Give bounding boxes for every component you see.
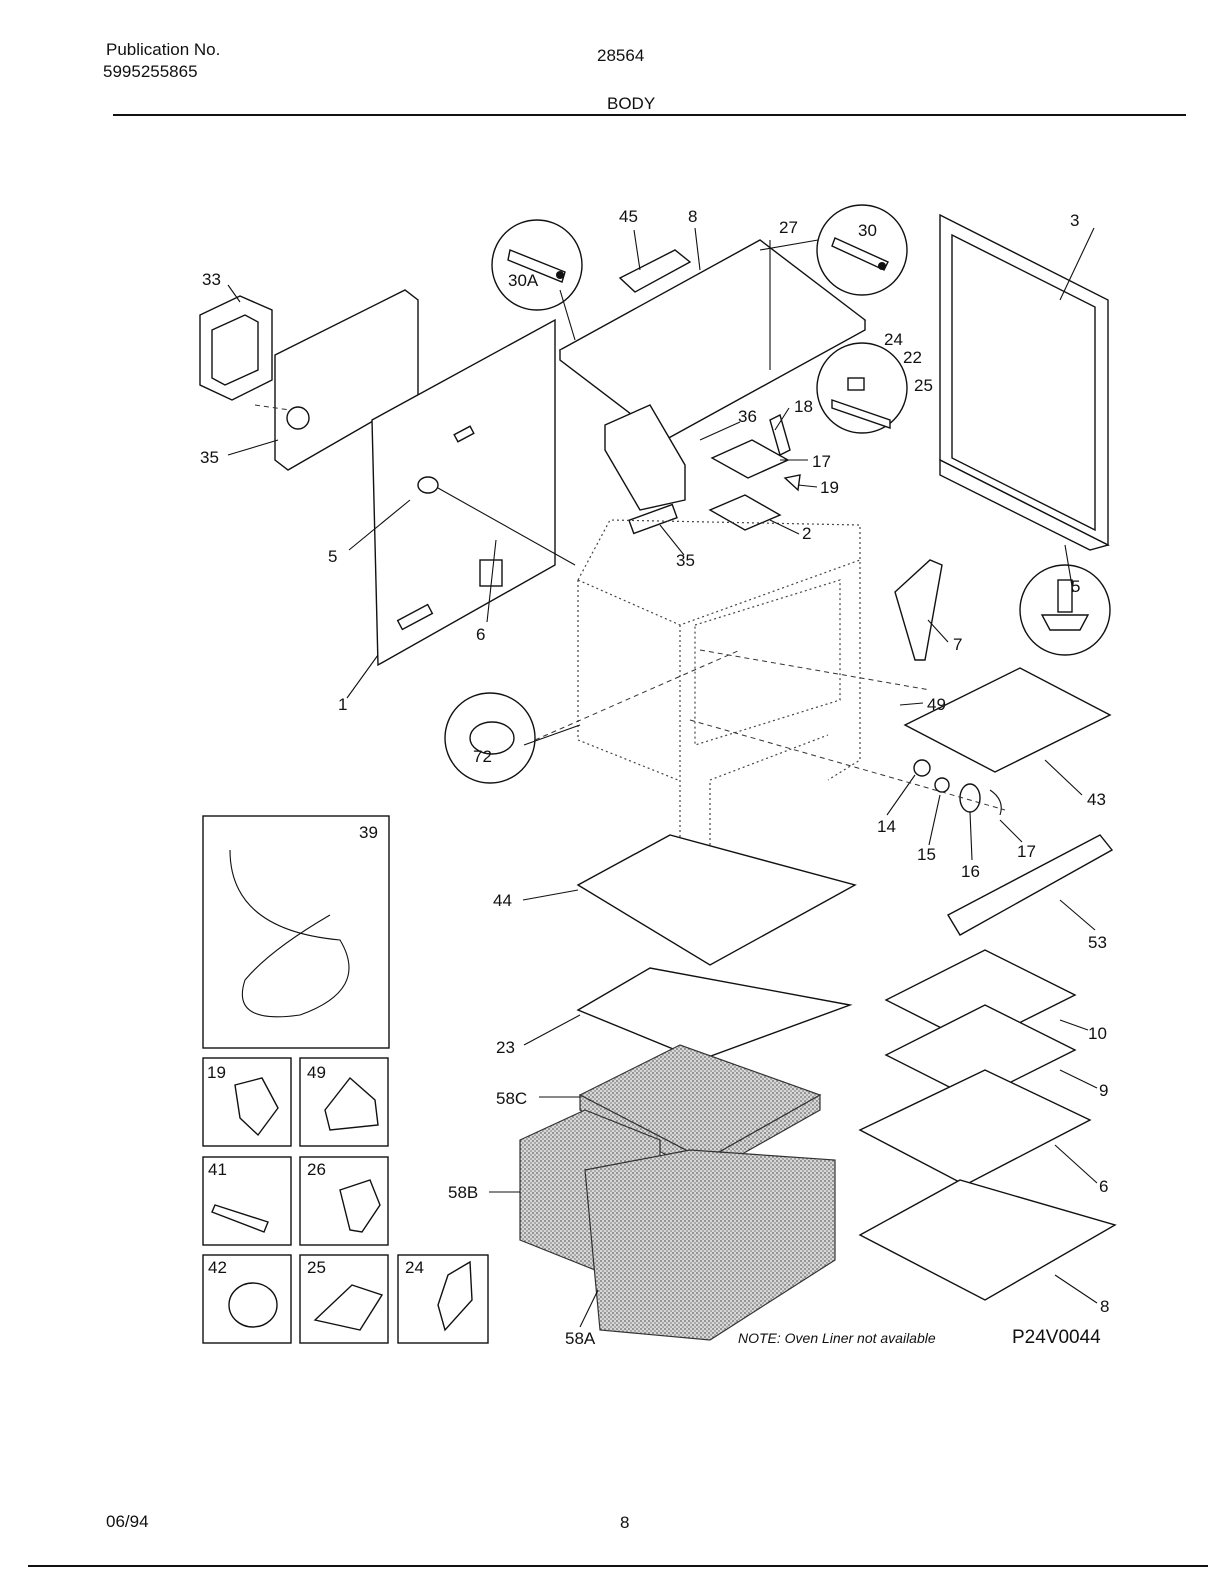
callout-label: 39 bbox=[359, 823, 378, 842]
callout-label: 27 bbox=[779, 218, 798, 237]
callout-label: 1 bbox=[338, 695, 347, 714]
part-72-detail bbox=[444, 692, 536, 784]
callout-label: 8 bbox=[1100, 1297, 1109, 1316]
callout-label: 8 bbox=[688, 207, 697, 226]
callout-label: 30A bbox=[508, 271, 539, 290]
callout-label: 16 bbox=[961, 862, 980, 881]
callout-label: 17 bbox=[812, 452, 831, 471]
part-40-tray bbox=[903, 667, 1112, 773]
callout-label: 17 bbox=[1017, 842, 1036, 861]
part-17-spring bbox=[989, 789, 1002, 816]
callout-label: 42 bbox=[208, 1258, 227, 1277]
callout-labels: 33 35 5 6 1 45 8 30A 30 27 3 24 22 25 36… bbox=[200, 207, 1109, 1348]
callout-label: 24 bbox=[405, 1258, 424, 1277]
callout-label: 53 bbox=[1088, 933, 1107, 952]
publication-label: Publication No. bbox=[106, 40, 221, 59]
part-24-detail bbox=[816, 342, 908, 434]
callout-label: 58A bbox=[565, 1329, 596, 1348]
part-7-hinge bbox=[894, 559, 943, 661]
part-8-oven-bottom-panel bbox=[858, 1179, 1117, 1301]
callout-label: 25 bbox=[307, 1258, 326, 1277]
part-25-shield bbox=[576, 967, 853, 1061]
part-43-icon bbox=[211, 1204, 269, 1233]
part-30A-detail bbox=[491, 219, 583, 311]
callout-label: 19 bbox=[820, 478, 839, 497]
part-5-leveler bbox=[1019, 564, 1111, 656]
part-39-box bbox=[202, 815, 390, 1049]
section-title: BODY bbox=[607, 94, 656, 113]
part-33-bracket bbox=[199, 295, 273, 401]
part-28-icon bbox=[313, 1284, 384, 1331]
callout-label: 15 bbox=[917, 845, 936, 864]
callout-label: 33 bbox=[202, 270, 221, 289]
part-58A-insulation bbox=[584, 1149, 836, 1341]
callout-label: 72 bbox=[473, 747, 492, 766]
part-2-bracket bbox=[708, 494, 782, 531]
part-21-icon bbox=[234, 1077, 279, 1137]
part-30-detail bbox=[816, 204, 908, 296]
callout-label: 36 bbox=[738, 407, 757, 426]
header-rule bbox=[113, 114, 1186, 116]
part-43-box bbox=[202, 1156, 292, 1246]
part-4-top-panel bbox=[558, 239, 867, 441]
part-3-side-panel bbox=[939, 213, 1110, 551]
part-1-back-panel bbox=[371, 318, 556, 667]
part-29-icon bbox=[339, 1179, 381, 1233]
part-12-connector bbox=[417, 476, 439, 494]
part-18-hinge bbox=[710, 413, 801, 492]
footer-rule bbox=[28, 1565, 1208, 1567]
callout-label: 41 bbox=[208, 1160, 227, 1179]
callout-label: 22 bbox=[903, 348, 922, 367]
model-number: 28564 bbox=[597, 46, 645, 65]
callout-label: 7 bbox=[953, 635, 962, 654]
callout-label: 6 bbox=[1099, 1177, 1108, 1196]
callout-label: 5 bbox=[1071, 577, 1080, 596]
callout-label: 5 bbox=[328, 547, 337, 566]
callout-label: 30 bbox=[858, 221, 877, 240]
part-27-icon bbox=[437, 1260, 473, 1332]
callout-label: 3 bbox=[1070, 211, 1079, 230]
callout-label: 10 bbox=[1088, 1024, 1107, 1043]
dashed-guides bbox=[254, 404, 1006, 811]
callout-label: 2 bbox=[802, 524, 811, 543]
callout-label: 24 bbox=[884, 330, 903, 349]
callout-label: 19 bbox=[207, 1063, 226, 1082]
part-14-socket bbox=[913, 759, 931, 777]
part-42-oven-bottom bbox=[576, 834, 857, 966]
part-44-icon bbox=[228, 1282, 278, 1328]
callout-label: 26 bbox=[307, 1160, 326, 1179]
callout-label: 23 bbox=[496, 1038, 515, 1057]
callout-label: 58C bbox=[496, 1089, 527, 1108]
callout-label: 49 bbox=[927, 695, 946, 714]
part-6-oven-rack bbox=[858, 1069, 1092, 1186]
drawing-id: P24V0044 bbox=[1012, 1327, 1101, 1348]
callout-label: 6 bbox=[476, 625, 485, 644]
callout-label: 49 bbox=[307, 1063, 326, 1082]
part-36-duct bbox=[604, 404, 686, 511]
callout-label: 35 bbox=[676, 551, 695, 570]
callout-label: 14 bbox=[877, 817, 896, 836]
part-9-broil-pan bbox=[884, 1004, 1077, 1101]
part-35-grommet bbox=[628, 503, 678, 535]
page-number: 8 bbox=[620, 1513, 630, 1532]
callout-label: 35 bbox=[200, 448, 219, 467]
callout-label: 58B bbox=[448, 1183, 478, 1202]
leader-lines bbox=[227, 227, 1098, 1328]
publication-number: 5995255865 bbox=[103, 62, 198, 81]
callout-label: 44 bbox=[493, 891, 512, 910]
callout-label: 45 bbox=[619, 207, 638, 226]
oven-body bbox=[577, 519, 861, 846]
part-53-rail bbox=[947, 834, 1114, 936]
footer-date: 06/94 bbox=[106, 1512, 149, 1531]
part-15-bulb bbox=[934, 777, 950, 793]
callout-label: 25 bbox=[914, 376, 933, 395]
callout-label: 43 bbox=[1087, 790, 1106, 809]
callout-label: 18 bbox=[794, 397, 813, 416]
callout-label: 9 bbox=[1099, 1081, 1108, 1100]
part-13-rod bbox=[437, 487, 576, 566]
oven-liner-note: NOTE: Oven Liner not available bbox=[738, 1330, 936, 1346]
part-49-icon bbox=[324, 1076, 379, 1131]
